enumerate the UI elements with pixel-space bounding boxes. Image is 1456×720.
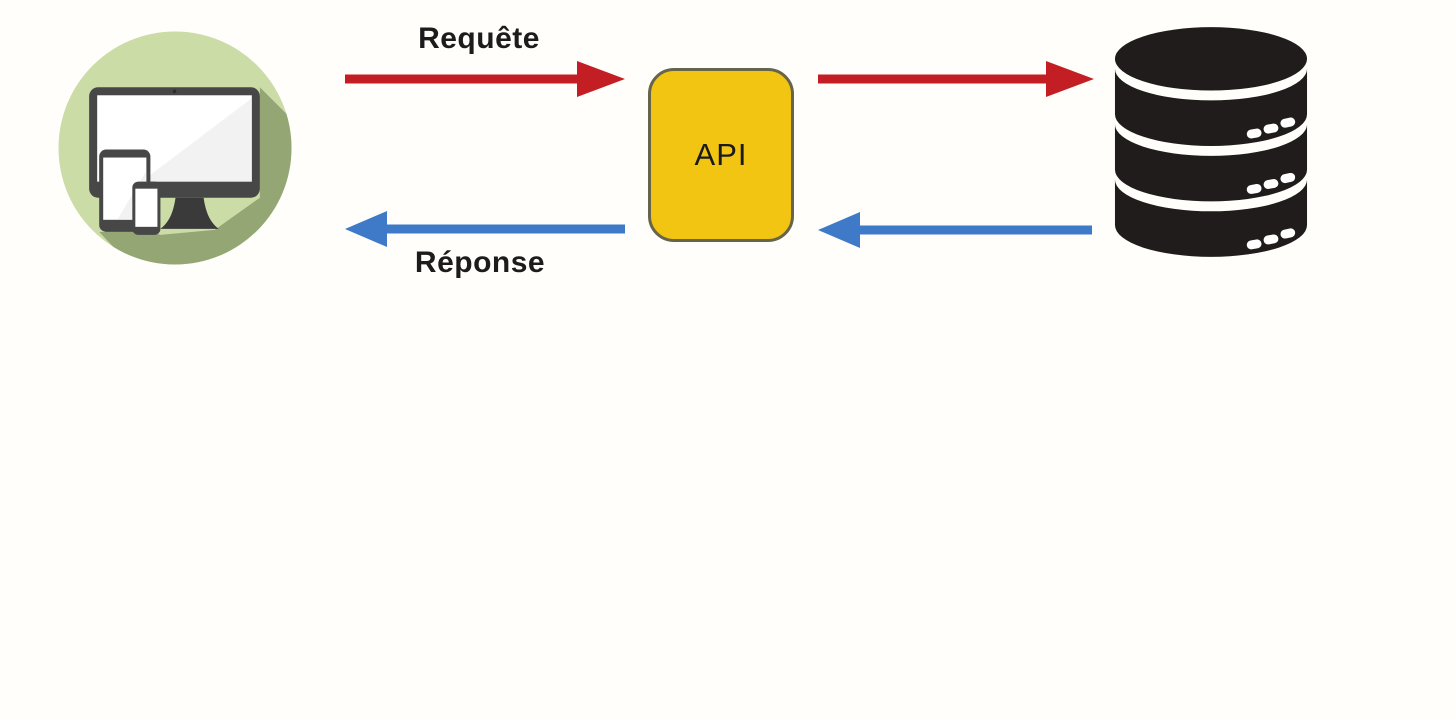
database-icon xyxy=(1114,27,1308,257)
request-arrow-api-to-database xyxy=(818,61,1094,97)
api-node-label: API xyxy=(694,137,748,172)
response-label: Réponse xyxy=(414,246,546,279)
request-label: Requête xyxy=(418,22,540,55)
database-dashes xyxy=(1246,117,1296,250)
phone-icon xyxy=(132,181,161,235)
response-arrow-api-to-client xyxy=(345,211,625,247)
monitor-icon xyxy=(89,87,260,229)
api-node: API xyxy=(648,68,794,242)
client-devices-icon xyxy=(58,31,292,265)
response-arrow-database-to-api xyxy=(818,212,1092,248)
client-long-shadow xyxy=(99,87,292,265)
request-arrow-client-to-api xyxy=(345,61,625,97)
